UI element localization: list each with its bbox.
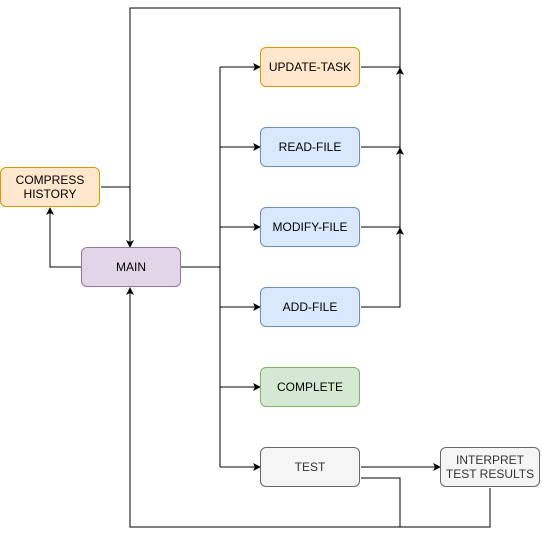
edge-modify-file-return xyxy=(361,147,404,228)
node-add-file: ADD-FILE xyxy=(260,287,360,327)
edge-add-file-return xyxy=(361,227,404,308)
edge-read-file-return xyxy=(361,67,404,148)
edge-main-to-compress-history xyxy=(46,207,81,268)
node-read-file: READ-FILE xyxy=(260,127,360,167)
node-interpret-test-results: INTERPRET TEST RESULTS xyxy=(440,447,540,487)
edge-main-trunk xyxy=(181,67,221,467)
edge-interpret-to-main xyxy=(126,287,491,528)
node-modify-file: MODIFY-FILE xyxy=(260,207,360,247)
node-complete: COMPLETE xyxy=(260,367,360,407)
main-to-tasks-edges xyxy=(181,63,261,471)
edge-test-to-main xyxy=(361,477,401,527)
node-main: MAIN xyxy=(81,247,181,287)
node-update-task: UPDATE-TASK xyxy=(260,47,360,87)
node-test: TEST xyxy=(260,447,360,487)
node-compress-history: COMPRESS HISTORY xyxy=(0,167,100,207)
